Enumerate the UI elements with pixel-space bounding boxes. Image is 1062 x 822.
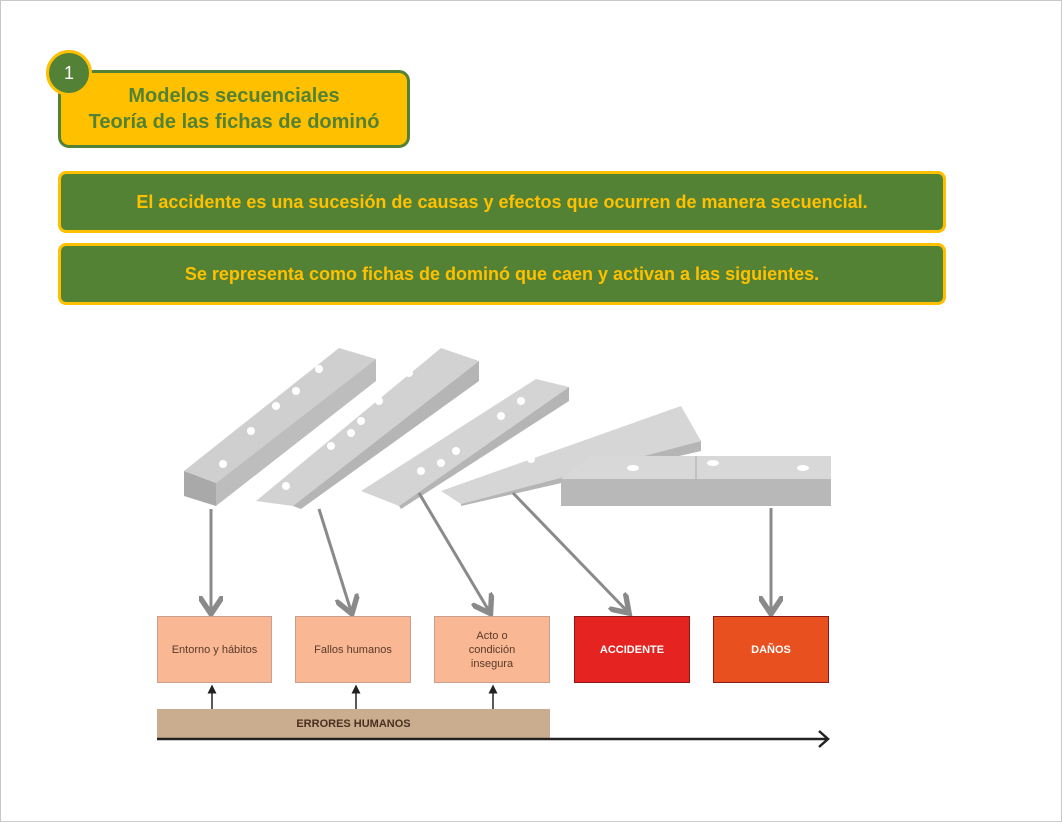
errores-humanos-label: ERRORES HUMANOS (296, 718, 411, 730)
title-line-2: Teoría de las fichas de dominó (88, 111, 380, 133)
box-danos: DAÑOS (713, 616, 829, 683)
domino-3 (361, 379, 569, 509)
banner-definition: El accidente es una sucesión de causas y… (58, 171, 946, 233)
causal-arrows (211, 491, 771, 611)
domino-2 (256, 348, 479, 509)
box-fallos-humanos: Fallos humanos (295, 616, 411, 683)
errores-humanos-bar (157, 709, 550, 739)
box-accidente: ACCIDENTE (574, 616, 690, 683)
title-box: Modelos secuenciales Teoría de las ficha… (58, 70, 410, 148)
step-number-badge: 1 (46, 50, 92, 96)
box-entorno-habitos: Entorno y hábitos (157, 616, 272, 683)
domino-1 (184, 348, 376, 506)
box-acto-condicion: Acto o condición insegura (434, 616, 550, 683)
title-line-1: Modelos secuenciales (128, 85, 340, 107)
domino-5 (561, 456, 831, 506)
support-arrows (207, 684, 498, 709)
timeline-arrowhead (818, 730, 830, 748)
banner-representation: Se representa como fichas de dominó que … (58, 243, 946, 305)
